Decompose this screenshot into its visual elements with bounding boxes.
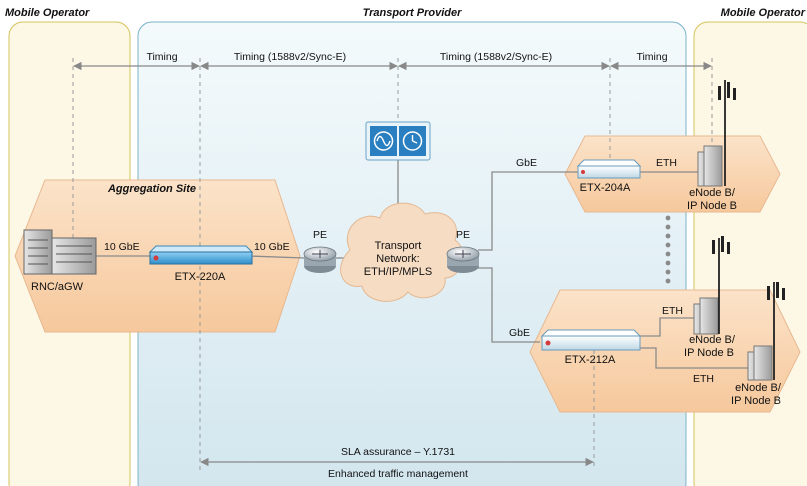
etx-204a-device xyxy=(576,159,642,179)
link-label-rnc-10gbe: 10 GbE xyxy=(104,241,140,253)
timing-label-3: Timing (1588v2/Sync-E) xyxy=(440,51,552,63)
etx-204a-label: ETX-204A xyxy=(580,182,631,194)
enodeb-top-icon xyxy=(697,80,736,187)
etx-212a-label: ETX-212A xyxy=(565,354,616,366)
cloud-label-line1: Transport xyxy=(375,240,422,252)
enodeb-bottom-b-label-2: IP Node B xyxy=(731,395,781,407)
rnc-label: RNC/aGW xyxy=(31,281,84,293)
cloud-label-line3: ETH/IP/MPLS xyxy=(364,266,432,278)
link-etx212-enodeb-a xyxy=(640,317,694,337)
link-label-top-gbe: GbE xyxy=(516,157,537,169)
link-label-bottom-eth-b: ETH xyxy=(693,373,714,385)
pe-router-left xyxy=(303,246,337,273)
cloud-label-line2: Network: xyxy=(376,253,419,265)
header-mobile-operator-right: Mobile Operator xyxy=(721,7,806,19)
header-mobile-operator-left: Mobile Operator xyxy=(5,7,90,19)
pe-left-label: PE xyxy=(313,229,327,241)
link-pe-etx212 xyxy=(478,267,540,343)
link-etx212-enodeb-b xyxy=(640,347,748,369)
etx-212a-device xyxy=(540,329,642,351)
sla-label: SLA assurance – Y.1731 xyxy=(341,446,455,458)
mobile-operator-right-panel xyxy=(693,21,807,486)
pe-right-label: PE xyxy=(456,229,470,241)
link-label-bottom-eth-a: ETH xyxy=(662,305,683,317)
header-transport-provider: Transport Provider xyxy=(363,7,463,19)
etx-220a-device xyxy=(148,245,254,265)
timing-label-2: Timing (1588v2/Sync-E) xyxy=(234,51,346,63)
rnc-server-icon xyxy=(23,229,97,275)
link-label-pe-10gbe: 10 GbE xyxy=(254,241,290,253)
timing-label-1: Timing xyxy=(146,51,177,63)
traffic-management-label: Enhanced traffic management xyxy=(328,468,468,480)
clock-icon xyxy=(402,131,423,151)
enodeb-bottom-b-label-1: eNode B/ xyxy=(735,382,782,394)
etx-220a-label: ETX-220A xyxy=(175,271,226,283)
link-etx220-pe xyxy=(247,255,306,259)
grandmaster-clock-device xyxy=(365,121,431,161)
link-pe-etx204 xyxy=(478,171,578,251)
timing-label-4: Timing xyxy=(636,51,667,63)
link-label-top-eth: ETH xyxy=(656,157,677,169)
aggregation-site-title: Aggregation Site xyxy=(107,183,196,195)
enodeb-bottom-a-label-2: IP Node B xyxy=(684,347,734,359)
link-label-bottom-gbe: GbE xyxy=(509,327,530,339)
cell-site-top-area xyxy=(564,135,781,213)
pe-router-right xyxy=(446,246,480,273)
enodeb-bottom-b-icon xyxy=(747,282,785,381)
enodeb-bottom-a-label-1: eNode B/ xyxy=(689,334,736,346)
enodeb-top-label-1: eNode B/ xyxy=(689,187,736,199)
sine-wave-icon xyxy=(373,131,394,151)
enodeb-top-label-2: IP Node B xyxy=(687,200,737,212)
more-sites-dots xyxy=(665,215,671,284)
enodeb-bottom-a-icon xyxy=(693,236,730,335)
